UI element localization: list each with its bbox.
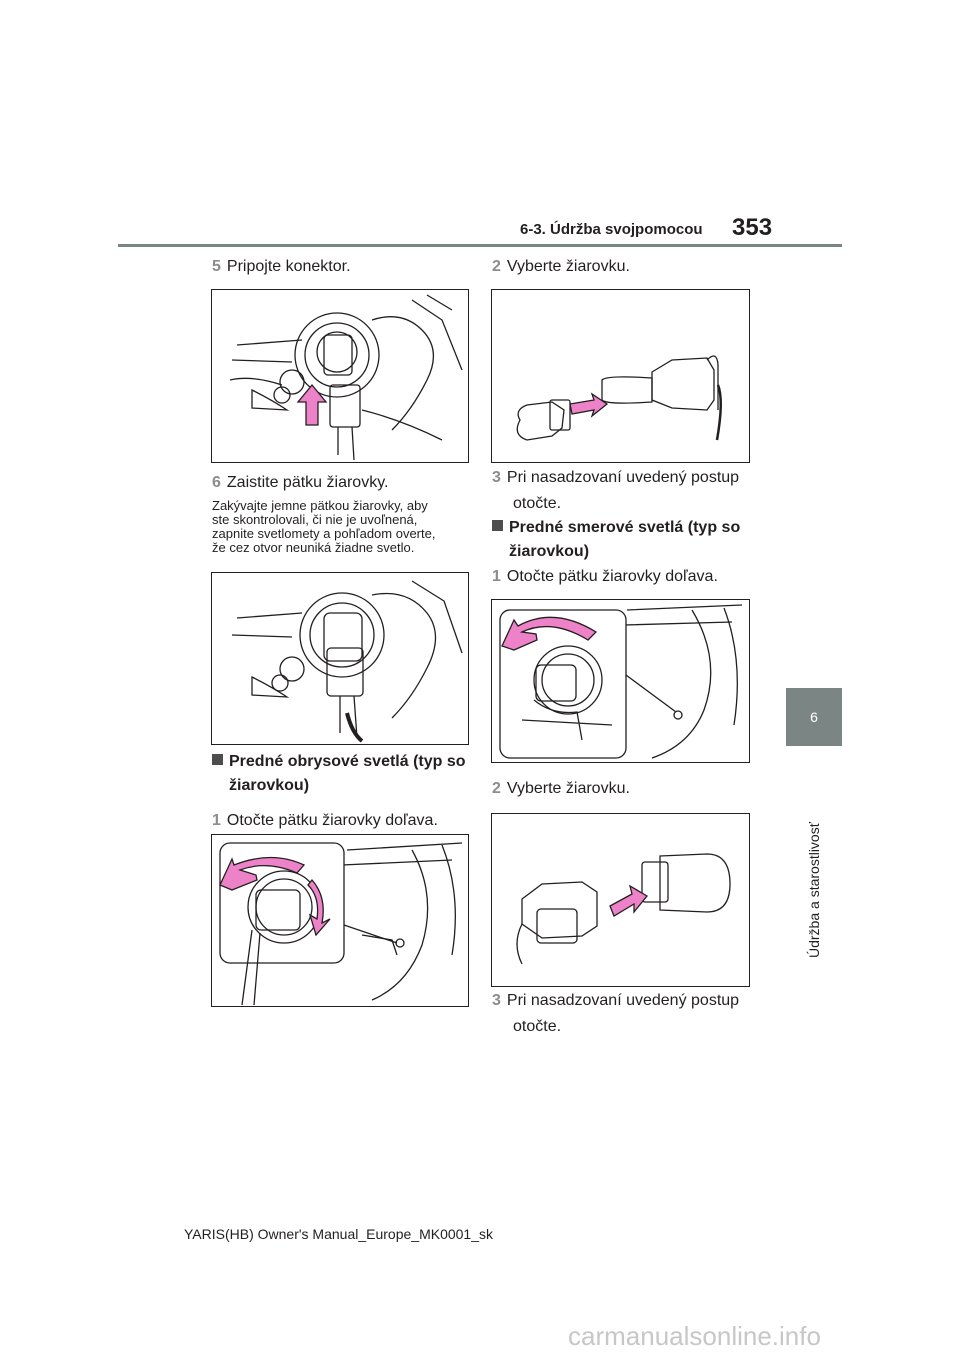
figure-remove-turn-bulb [491,813,750,987]
figure-rotate-position-bulb [211,834,469,1007]
figure-rotate-turn-signal-bulb [491,599,750,763]
page-number: 353 [732,214,773,241]
figure-secure-bulb-base [211,572,469,745]
figure-remove-bulb [491,289,750,463]
chapter-tab: 6 [786,688,842,746]
square-bullet-icon [492,520,503,531]
square-bullet-icon [212,754,223,765]
watermark: carmanualsonline.info [568,1321,821,1351]
section-title: 6-3. Údržba svojpomocou [520,221,703,238]
subhead-position-lights: Predné obrysové svetlá (typ so žiarovkou… [212,750,466,798]
figure-connect-connector [211,289,469,463]
footer-manual-id: YARIS(HB) Owner's Manual_Europe_MK0001_s… [184,1226,493,1242]
header-rule [118,244,842,247]
subhead-turn-signals: Predné smerové svetlá (typ so žiarovkou) [492,516,740,564]
chapter-label: Údržba a starostlivosť [806,822,822,958]
